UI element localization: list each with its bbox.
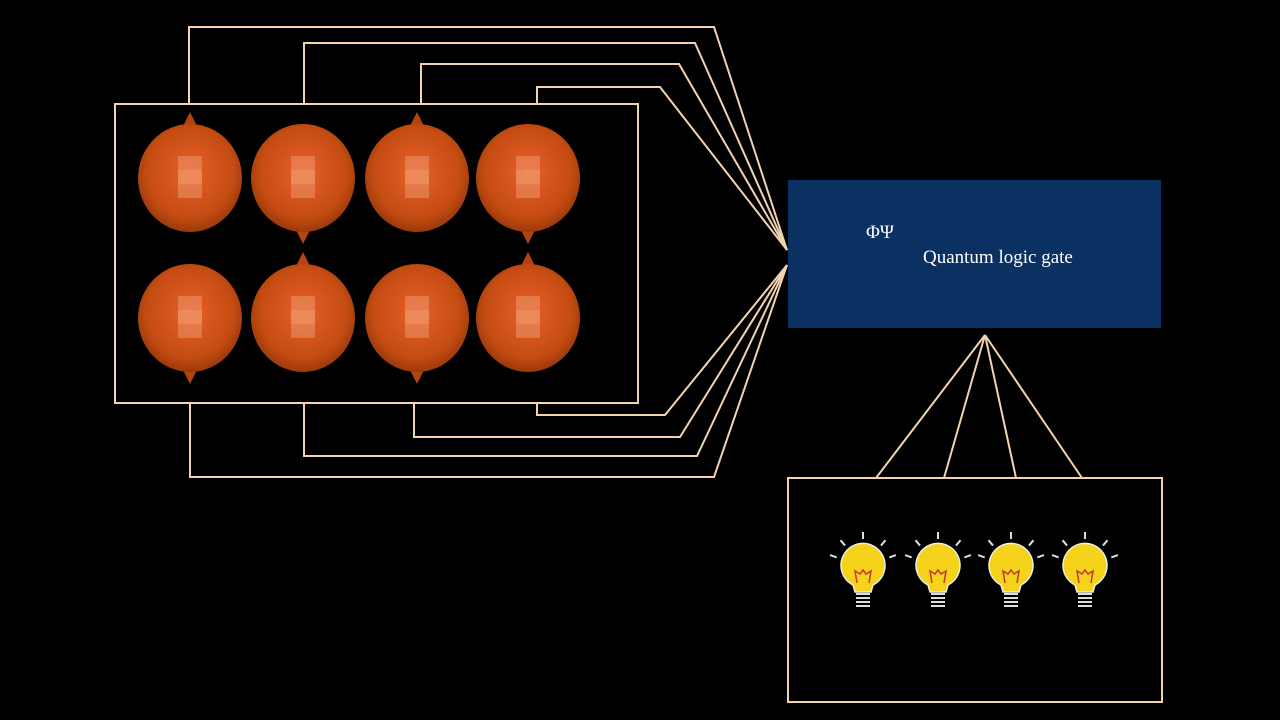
qubit-array <box>138 112 580 384</box>
qubit-register-box <box>114 103 639 404</box>
gate-symbols: ΦΨ <box>866 222 894 243</box>
qubit-spin-up <box>476 252 580 372</box>
qubit-spin-up <box>138 112 242 232</box>
gate-output-lines <box>875 334 1083 479</box>
lightbulb-icon <box>904 532 972 607</box>
wire <box>536 264 788 416</box>
output-box <box>787 477 1163 703</box>
wire <box>303 264 788 457</box>
wire <box>188 26 788 251</box>
lightbulb-icon <box>1051 532 1119 607</box>
quantum-gate-box <box>788 180 1161 328</box>
wires <box>188 26 788 478</box>
wire <box>413 264 788 438</box>
lightbulb-row <box>829 532 1119 607</box>
gate-label: Quantum logic gate <box>923 247 1073 268</box>
qubit-spin-down <box>138 264 242 384</box>
wire <box>536 86 788 251</box>
wire <box>303 42 788 251</box>
lightbulb-icon <box>977 532 1045 607</box>
qubit-spin-down <box>476 124 580 244</box>
qubit-spin-down <box>251 124 355 244</box>
wire <box>189 264 788 478</box>
wire <box>420 63 788 251</box>
qubit-spin-down <box>365 264 469 384</box>
qubit-spin-up <box>365 112 469 232</box>
qubit-spin-up <box>251 252 355 372</box>
lightbulb-icon <box>829 532 897 607</box>
